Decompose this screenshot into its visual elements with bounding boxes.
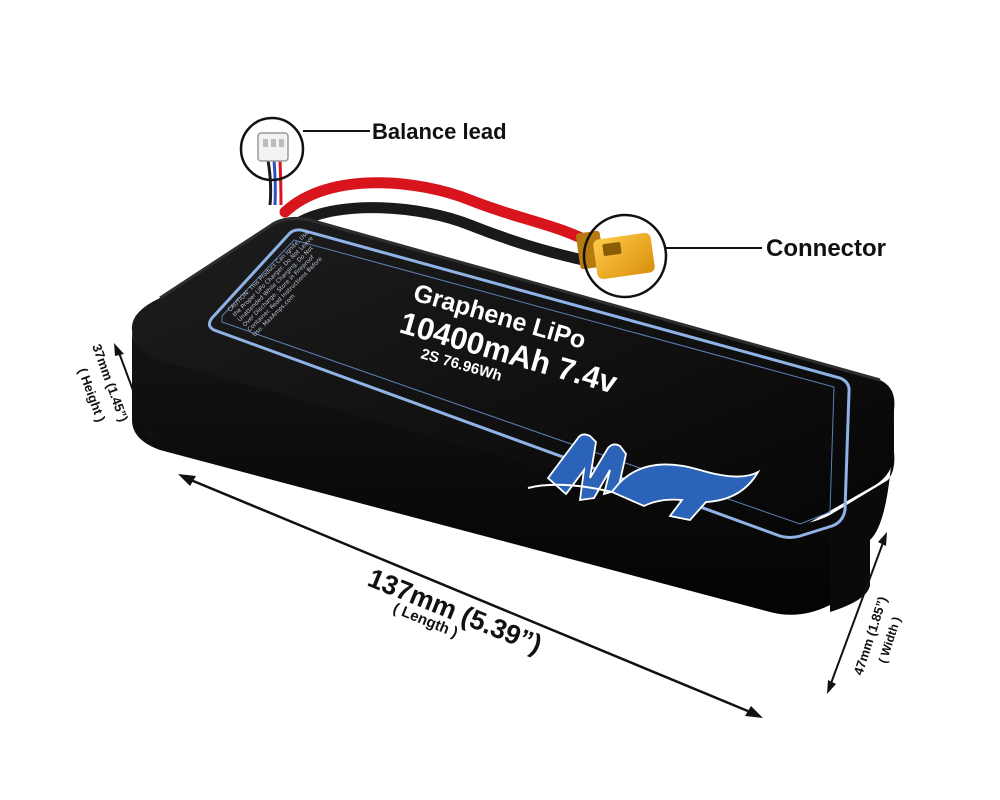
balance-lead-highlight-circle bbox=[239, 116, 305, 182]
length-label: 137mm (5.39”) bbox=[364, 563, 546, 660]
balance-lead bbox=[257, 132, 289, 206]
connector-callout: Connector bbox=[766, 235, 886, 262]
label-border bbox=[207, 228, 851, 539]
xt-connector bbox=[575, 230, 655, 280]
balance-lead-callout: Balance lead bbox=[372, 119, 507, 144]
connector-highlight-circle bbox=[582, 213, 668, 299]
maxamps-logo-icon bbox=[527, 433, 761, 521]
power-wires bbox=[279, 177, 601, 268]
battery-pack bbox=[131, 217, 895, 615]
